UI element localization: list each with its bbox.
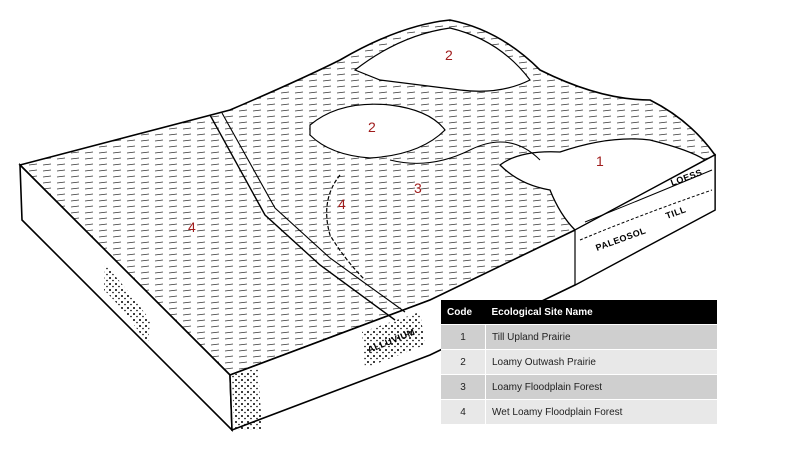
paleosol-boundary [579,189,713,241]
terrace-lower [309,103,446,159]
legend-name-cell: Till Upland Prairie [485,324,717,350]
main-stream [209,114,396,321]
legend-name-cell: Wet Loamy Floodplain Forest [485,399,717,424]
legend-name-cell: Loamy Outwash Prairie [485,349,717,375]
terrace-upper [353,27,531,92]
loess-boundary [584,169,713,223]
tributary-stream [326,174,366,281]
alluvium-stipple-left [104,265,150,345]
legend-header-name: Ecological Site Name [485,300,717,325]
ecological-site-legend: Code Ecological Site Name 1 Till Upland … [441,300,717,424]
legend-row: 1 Till Upland Prairie [441,324,717,350]
zone-label-4-left: 4 [188,219,196,235]
zone-label-1: 1 [596,153,604,169]
legend-name-cell: Loamy Floodplain Forest [485,374,717,400]
floodplain-boundary [389,141,541,164]
legend-row: 3 Loamy Floodplain Forest [441,374,717,400]
legend-code-cell: 1 [441,324,486,350]
zone-label-4-center: 4 [338,196,346,212]
till-section [574,153,716,287]
alluvium-stipple-center [362,312,425,368]
zone-label-3: 3 [414,180,422,196]
legend-row: 2 Loamy Outwash Prairie [441,349,717,375]
upland-outline [499,138,707,231]
legend-header-code: Code [441,300,486,325]
zone-label-2-lower: 2 [368,119,376,135]
legend-code-cell: 2 [441,349,486,375]
alluvium-stipple-front [232,368,262,430]
legend-code-cell: 4 [441,399,486,424]
legend-row: 4 Wet Loamy Floodplain Forest [441,399,717,424]
main-stream-bank [221,112,406,313]
legend-header-row: Code Ecological Site Name [441,300,717,325]
zone-label-2-upper: 2 [445,47,453,63]
legend-code-cell: 3 [441,374,486,400]
